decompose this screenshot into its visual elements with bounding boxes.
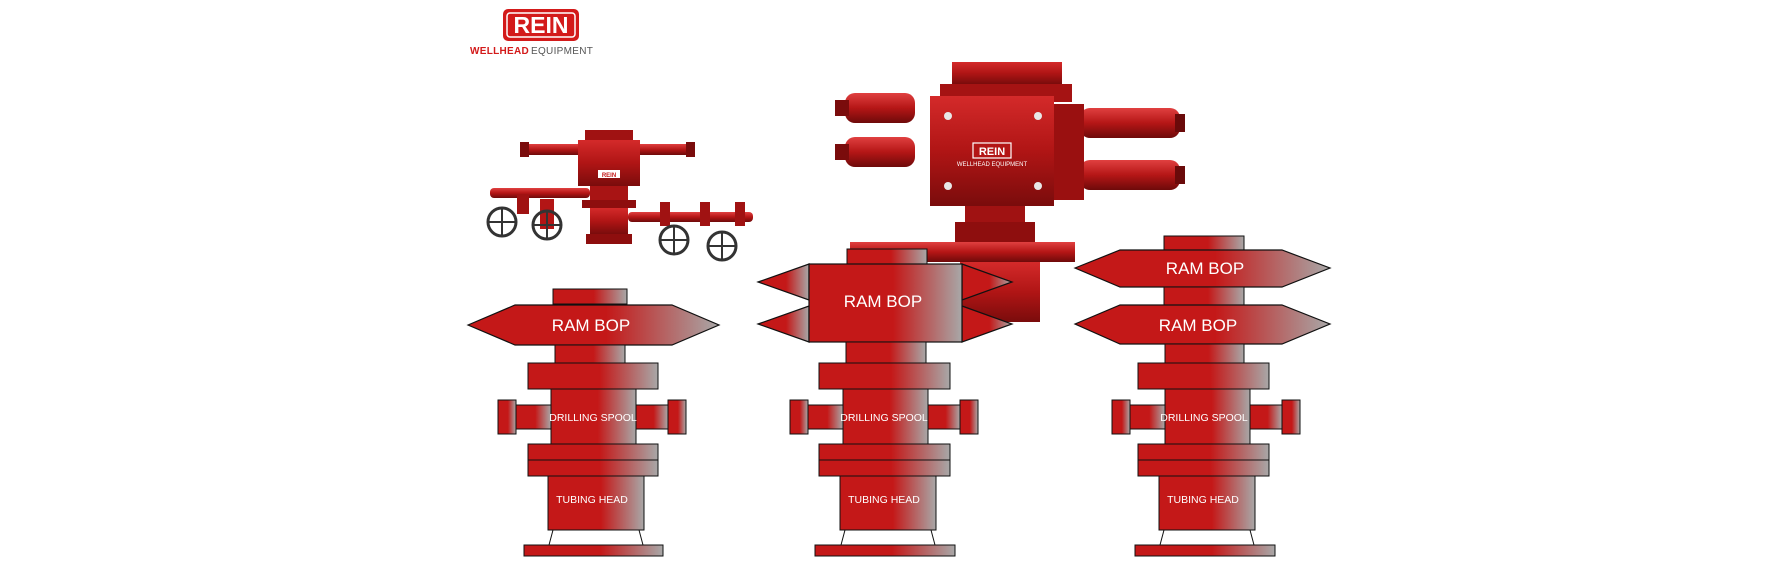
- rein-logo: REIN WELLHEAD EQUIPMENT: [470, 9, 593, 57]
- ram-bop-lower: RAM BOP: [1073, 304, 1332, 345]
- svg-text:REIN: REIN: [602, 173, 616, 179]
- tubing-head-label: TUBING HEAD: [848, 494, 920, 506]
- bop-stack-double-ram-stacked: RAM BOP RAM BOP DRILLING SPOOL TUBING HE…: [1073, 235, 1332, 557]
- ram-bop-label: RAM BOP: [552, 316, 630, 335]
- logo-brand: REIN: [514, 12, 569, 38]
- bop-stack-single-ram: RAM BOP DRILLING SPOOL TUBING HEAD: [466, 288, 721, 557]
- drilling-spool-label: DRILLING SPOOL: [549, 412, 637, 424]
- drilling-spool-label: DRILLING SPOOL: [840, 412, 928, 424]
- double-ram-bop-block: RAM BOP: [756, 263, 1014, 343]
- drilling-spool: DRILLING SPOOL: [789, 388, 979, 445]
- tubing-head: TUBING HEAD: [547, 475, 645, 531]
- tubing-head-label: TUBING HEAD: [1167, 494, 1239, 506]
- logo-tagline-equipment: EQUIPMENT: [531, 46, 593, 57]
- ram-bop-label: RAM BOP: [1159, 316, 1237, 335]
- equipment-badge-brand: REIN: [979, 146, 1005, 158]
- equipment-badge: [972, 142, 1012, 159]
- ram-bop-block: RAM BOP: [466, 304, 721, 346]
- ram-bop-upper: RAM BOP: [1073, 249, 1332, 288]
- equipment-badge-tagline: WELLHEAD EQUIPMENT: [957, 162, 1028, 168]
- ram-bop-label: RAM BOP: [1166, 259, 1244, 278]
- drilling-spool-label: DRILLING SPOOL: [1160, 412, 1248, 424]
- bop-stack-double-ram-block: RAM BOP DRILLING SPOOL TUBING HEAD: [756, 248, 1014, 557]
- ram-bop-label: RAM BOP: [844, 292, 922, 311]
- tubing-head-label: TUBING HEAD: [556, 494, 628, 506]
- drilling-spool: DRILLING SPOOL: [497, 388, 687, 445]
- small-bop-with-manifold-image: REIN: [486, 130, 753, 262]
- logo-box: [503, 9, 579, 41]
- logo-tagline-wellhead: WELLHEAD: [470, 46, 529, 57]
- tubing-head: TUBING HEAD: [1158, 475, 1256, 531]
- drilling-spool: DRILLING SPOOL: [1111, 388, 1301, 445]
- tubing-head: TUBING HEAD: [839, 475, 937, 531]
